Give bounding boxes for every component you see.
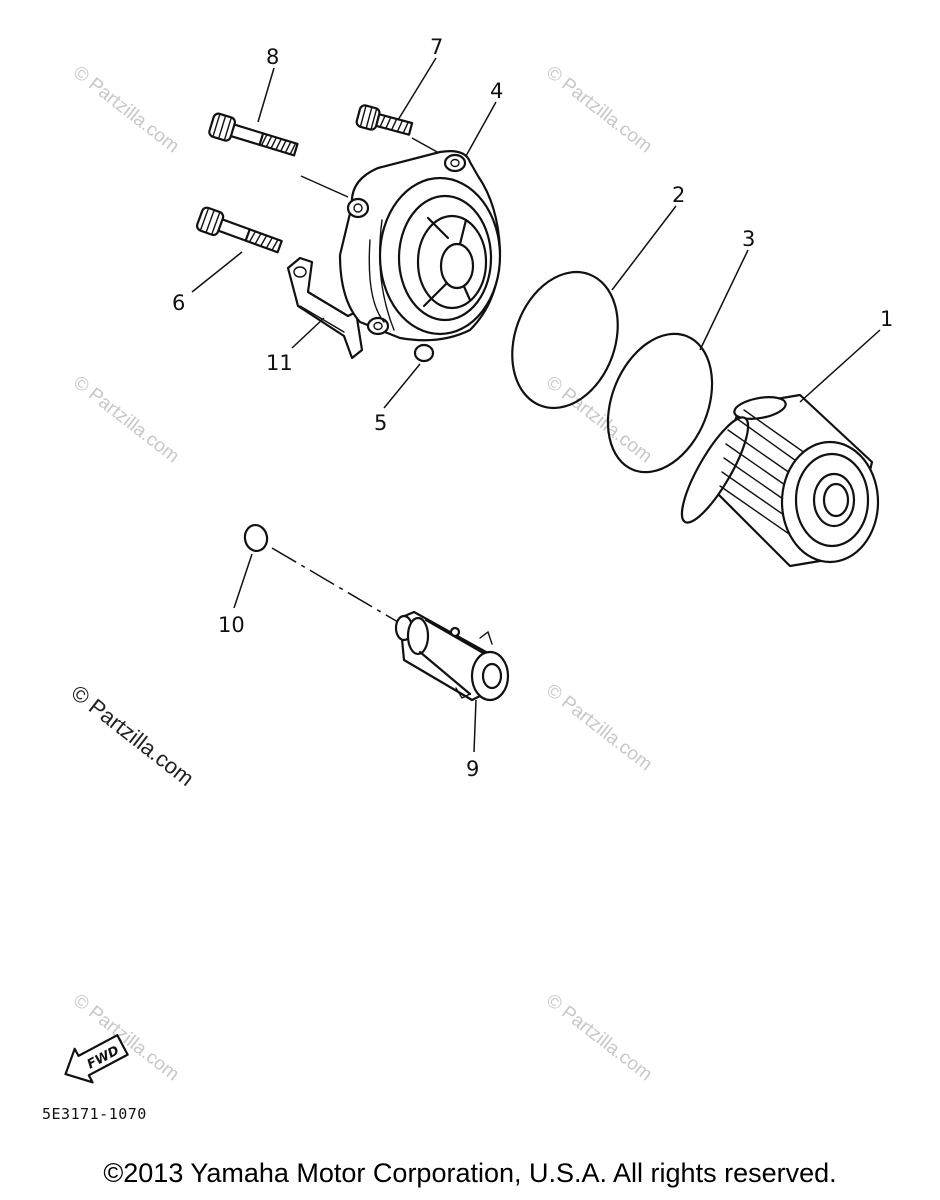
callout-7: 7 — [430, 35, 443, 59]
leader-11 — [291, 317, 325, 349]
leader-10 — [233, 553, 253, 609]
callout-5: 5 — [374, 411, 387, 435]
leader-9 — [473, 699, 477, 753]
bolt-8[interactable] — [208, 112, 299, 161]
leader-4 — [465, 101, 497, 157]
leader-2 — [611, 205, 677, 291]
o-ring-3[interactable] — [589, 318, 732, 487]
callout-9: 9 — [466, 757, 479, 781]
oil-filter-element-1[interactable] — [671, 393, 880, 568]
leader-5 — [383, 363, 421, 409]
filter-cover-4[interactable] — [338, 150, 502, 342]
o-ring-10[interactable] — [243, 523, 269, 553]
leader-3 — [699, 249, 749, 351]
leader-8-to-housing — [300, 175, 349, 198]
callout-1: 1 — [880, 307, 893, 331]
fwd-arrow-icon: FWD — [64, 1034, 129, 1084]
assembly-centerline — [271, 547, 399, 623]
callout-6: 6 — [172, 291, 185, 315]
callout-2: 2 — [672, 183, 685, 207]
diagram-code: 5E3171-1070 — [42, 1105, 147, 1123]
leader-6 — [191, 251, 243, 293]
leader-1 — [799, 329, 881, 403]
o-ring-2[interactable] — [494, 257, 636, 423]
copyright-notice: ©2013 Yamaha Motor Corporation, U.S.A. A… — [103, 1158, 837, 1188]
bolt-6[interactable] — [195, 206, 284, 258]
callout-8: 8 — [266, 45, 279, 69]
bolt-7[interactable] — [355, 104, 414, 139]
leader-8 — [257, 67, 275, 123]
leader-7 — [397, 57, 437, 121]
callout-11: 11 — [266, 351, 293, 375]
relief-valve-9[interactable] — [394, 610, 510, 702]
callout-4: 4 — [490, 79, 503, 103]
callout-10: 10 — [218, 613, 245, 637]
o-ring-5[interactable] — [413, 343, 435, 363]
callout-3: 3 — [742, 227, 755, 251]
